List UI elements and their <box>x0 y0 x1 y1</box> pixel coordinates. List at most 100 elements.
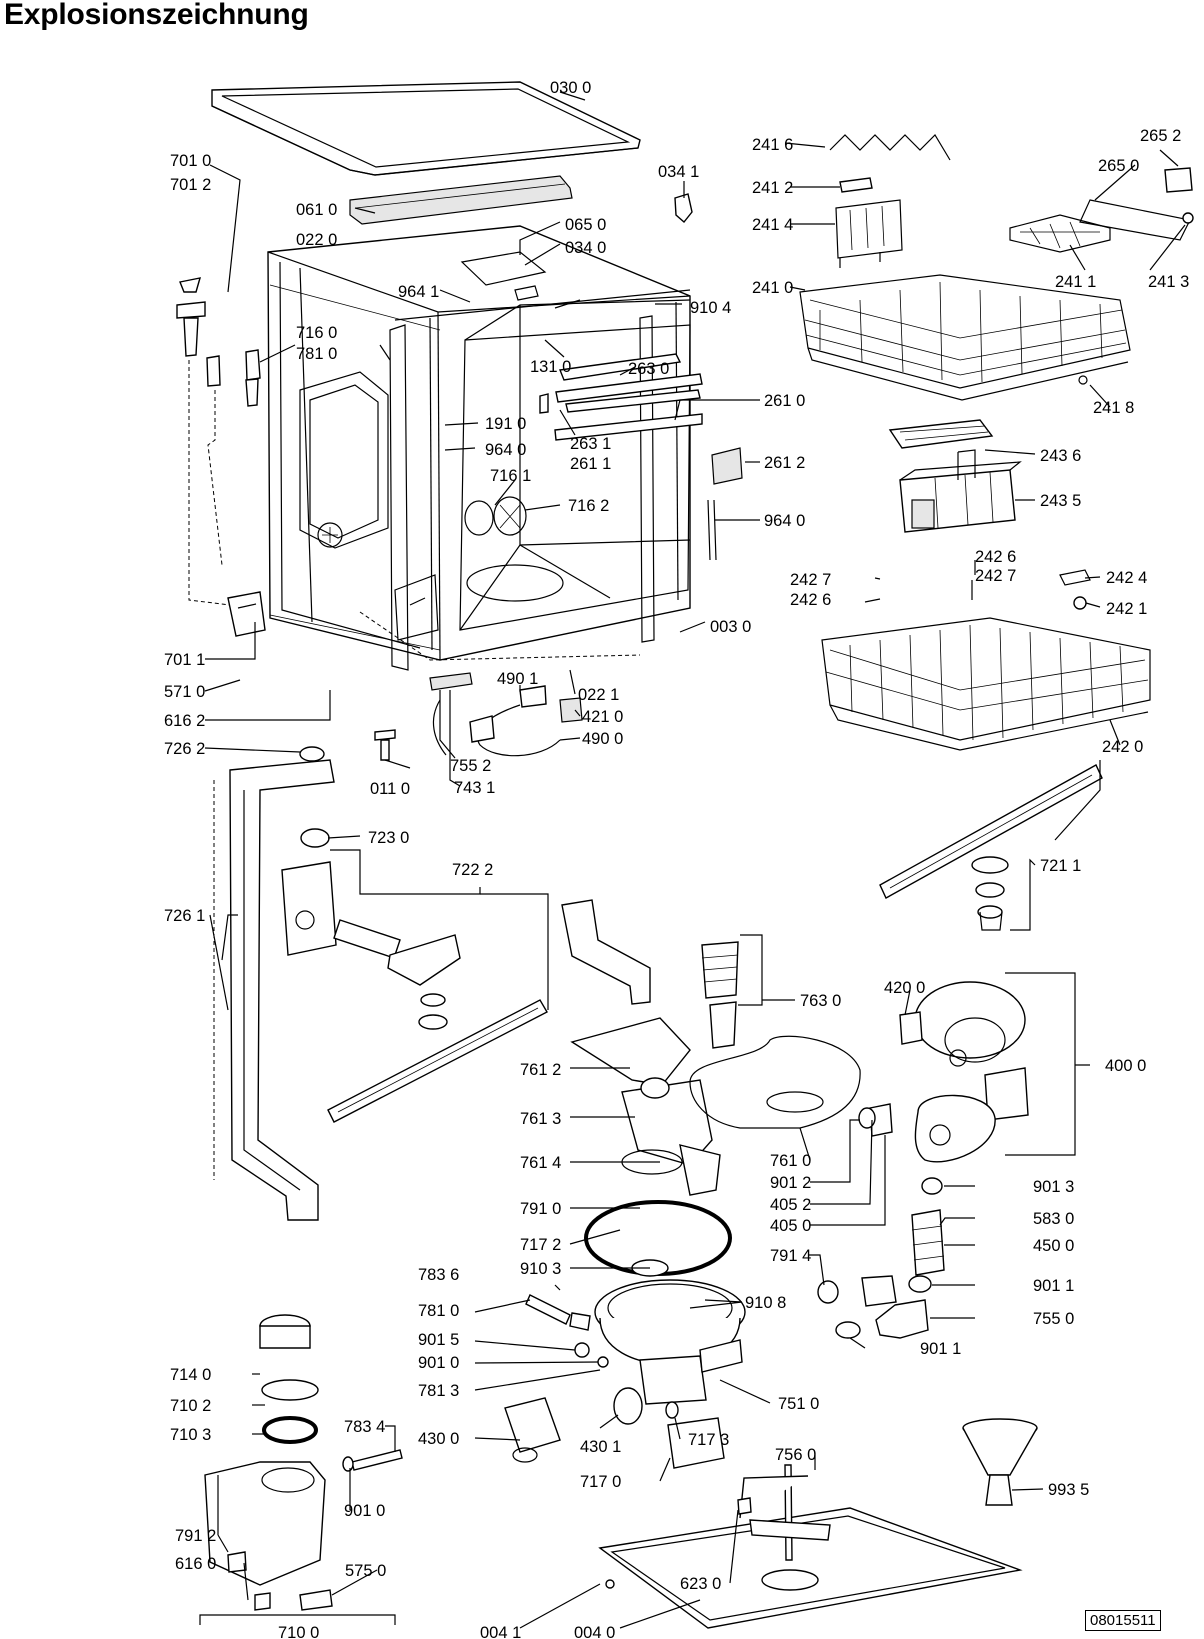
flat-filter-drawing <box>689 1035 861 1129</box>
part-label: 701 0 <box>170 152 211 170</box>
water-softener-drawing <box>204 1314 403 1611</box>
door-switch-drawing <box>469 685 583 757</box>
part-label: 781 3 <box>418 1382 459 1400</box>
part-label: 726 1 <box>164 907 205 925</box>
part-label: 761 3 <box>520 1110 561 1128</box>
part-label: 034 1 <box>658 163 699 181</box>
part-label: 241 0 <box>752 279 793 297</box>
part-label: 755 0 <box>1033 1310 1074 1328</box>
part-label: 717 3 <box>688 1431 729 1449</box>
part-label: 242 6 <box>790 591 831 609</box>
part-label: 243 5 <box>1040 492 1081 510</box>
part-label: 261 0 <box>764 392 805 410</box>
part-label: 710 2 <box>170 1397 211 1415</box>
part-label: 022 0 <box>296 231 337 249</box>
callout-labels: 030 0 034 1 701 0 701 2 061 0 022 0 065 … <box>164 79 1189 1639</box>
part-label: 716 0 <box>296 324 337 342</box>
part-label: 575 0 <box>345 1562 386 1580</box>
door-bracket-drawing <box>429 672 473 756</box>
part-label: 004 1 <box>480 1624 521 1639</box>
check-valve-drawing <box>665 1401 725 1469</box>
upper-basket-accessories-drawing <box>829 134 1194 268</box>
insulation-strip-drawing <box>349 175 573 225</box>
part-label: 717 2 <box>520 1236 561 1254</box>
part-label: 714 0 <box>170 1366 211 1384</box>
part-label: 241 4 <box>752 216 793 234</box>
cabinet-frame-drawing <box>267 225 691 671</box>
part-drawings <box>176 81 1194 1629</box>
part-label: 910 3 <box>520 1260 561 1278</box>
part-label: 791 4 <box>770 1247 811 1265</box>
part-label: 241 3 <box>1148 273 1189 291</box>
part-label: 265 2 <box>1140 127 1181 145</box>
part-label: 405 0 <box>770 1217 811 1235</box>
part-label: 265 0 <box>1098 157 1139 175</box>
part-label: 717 0 <box>580 1473 621 1491</box>
filter-drawing <box>701 941 739 1049</box>
seal-ring-drawing <box>464 496 527 536</box>
part-label: 405 2 <box>770 1196 811 1214</box>
part-label: 722 2 <box>452 861 493 879</box>
funnel-drawing <box>962 1418 1038 1506</box>
upper-basket-drawing <box>799 274 1131 401</box>
part-label: 243 6 <box>1040 447 1081 465</box>
cutlery-basket-drawing <box>888 419 1022 533</box>
part-label: 781 0 <box>418 1302 459 1320</box>
part-label: 901 1 <box>1033 1277 1074 1295</box>
part-label: 901 3 <box>1033 1178 1074 1196</box>
part-label: 430 1 <box>580 1438 621 1456</box>
rail-bracket-drawing <box>711 447 743 485</box>
screw-drawing <box>374 729 396 761</box>
part-label: 061 0 <box>296 201 337 219</box>
adjustable-foot-drawing <box>176 164 266 637</box>
part-label: 263 1 <box>570 435 611 453</box>
part-label: 716 2 <box>568 497 609 515</box>
top-cover-drawing <box>211 81 641 176</box>
lower-basket-drawing <box>821 569 1151 751</box>
part-label: 964 1 <box>398 283 439 301</box>
part-label: 022 1 <box>578 686 619 704</box>
part-label: 791 0 <box>520 1200 561 1218</box>
sump-cover-parts-drawing <box>570 1017 721 1196</box>
base-plate-drawing <box>598 1464 1023 1629</box>
part-label: 710 0 <box>278 1624 319 1639</box>
part-label: 791 2 <box>175 1527 216 1545</box>
part-label: 964 0 <box>485 441 526 459</box>
part-label: 003 0 <box>710 618 751 636</box>
part-label: 261 2 <box>764 454 805 472</box>
part-label: 400 0 <box>1105 1057 1146 1075</box>
part-label: 710 3 <box>170 1426 211 1444</box>
part-label: 191 0 <box>485 415 526 433</box>
part-label: 241 8 <box>1093 399 1134 417</box>
part-label: 131 0 <box>530 358 571 376</box>
part-label: 761 0 <box>770 1152 811 1170</box>
part-label: 420 0 <box>884 979 925 997</box>
part-label: 034 0 <box>565 239 606 257</box>
part-label: 723 0 <box>368 829 409 847</box>
part-label: 701 2 <box>170 176 211 194</box>
conduit-pipe-drawing <box>561 899 651 1005</box>
part-label: 242 0 <box>1102 738 1143 756</box>
part-label: 616 0 <box>175 1555 216 1573</box>
supply-pipe-drawing <box>213 746 335 1221</box>
document-number: 08015511 <box>1085 1610 1161 1631</box>
part-label: 241 6 <box>752 136 793 154</box>
part-label: 751 0 <box>778 1395 819 1413</box>
part-label: 721 1 <box>1040 857 1081 875</box>
heater-drawing <box>817 1177 945 1339</box>
part-label: 755 2 <box>450 757 491 775</box>
part-label: 490 0 <box>582 730 623 748</box>
part-label: 743 1 <box>454 779 495 797</box>
upper-spray-arm-drawing <box>879 764 1103 931</box>
part-label: 583 0 <box>1033 1210 1074 1228</box>
part-label: 763 0 <box>800 992 841 1010</box>
part-label: 910 8 <box>745 1294 786 1312</box>
part-label: 490 1 <box>497 670 538 688</box>
part-label: 716 1 <box>490 467 531 485</box>
part-label: 242 1 <box>1106 600 1147 618</box>
part-label: 761 4 <box>520 1154 561 1172</box>
part-label: 993 5 <box>1048 1481 1089 1499</box>
spring-drawing <box>245 349 261 407</box>
part-label: 011 0 <box>370 780 410 798</box>
part-label: 242 6 <box>975 548 1016 566</box>
